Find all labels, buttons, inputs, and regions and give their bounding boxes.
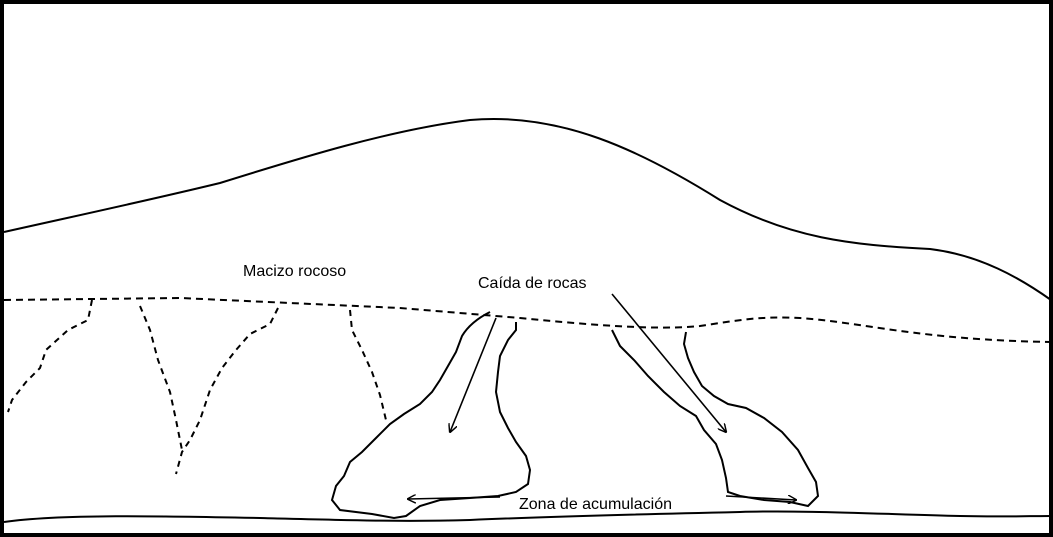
label-rock-mass: Macizo rocoso — [243, 263, 346, 280]
fracture-2 — [140, 306, 182, 450]
fracture-3 — [176, 308, 278, 474]
label-accumulation-zone: Zona de acumulación — [519, 496, 672, 513]
rockfall-arrow-right — [612, 294, 726, 432]
fracture-1 — [8, 300, 92, 412]
rockfall-deposit-left — [332, 312, 530, 518]
accumulation-arrow-left — [408, 497, 500, 499]
fractures — [8, 300, 386, 474]
rock-mass-boundary — [4, 298, 1051, 342]
ground-line — [4, 511, 1051, 522]
mountain-outline — [4, 119, 1051, 300]
label-rockfall: Caída de rocas — [478, 275, 587, 292]
rockfall-arrow-left — [450, 318, 496, 432]
fracture-4 — [350, 310, 386, 420]
